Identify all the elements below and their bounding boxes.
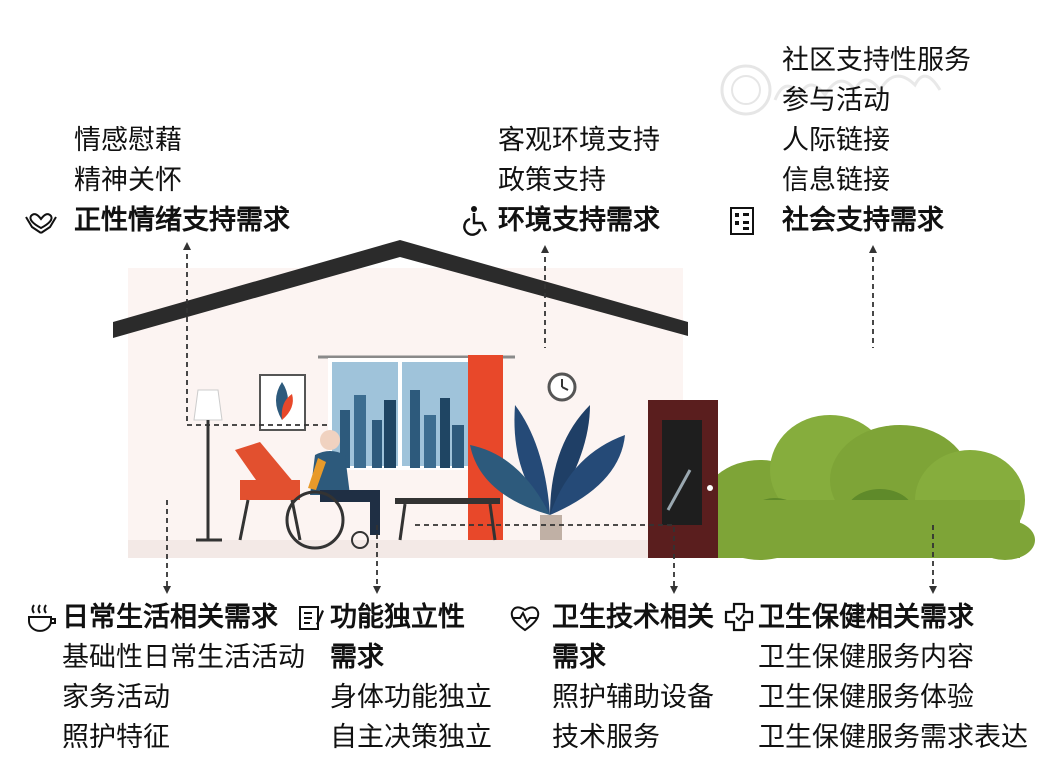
- armchair: [235, 442, 302, 541]
- arrow-heads: [163, 242, 937, 594]
- accessibility-icon: [463, 206, 488, 236]
- person-wheelchair: [285, 430, 380, 550]
- functional-line-2: 自主决策独立: [330, 722, 492, 753]
- building-icon: [730, 207, 754, 235]
- health-block: 卫生保健相关需求 卫生保健服务内容 卫生保健服务体验 卫生保健服务需求表达: [758, 598, 1028, 758]
- daily-life-line-2: 家务活动: [62, 682, 170, 713]
- health-line-1: 卫生保健服务内容: [758, 642, 974, 673]
- tech-block: 卫生技术相关 需求 照护辅助设备 技术服务: [552, 598, 714, 758]
- hot-cup-icon: [28, 604, 56, 632]
- functional-block: 功能独立性 需求 身体功能独立 自主决策独立: [330, 598, 492, 758]
- floor: [128, 540, 683, 558]
- social-line-3: 人际链接: [782, 125, 890, 156]
- tech-heading-1: 卫生技术相关: [552, 602, 714, 633]
- social-support-block: 社区支持性服务 参与活动 人际链接 信息链接 社会支持需求: [782, 41, 971, 241]
- daily-life-line-1: 基础性日常生活活动: [62, 642, 305, 673]
- environment-heading: 环境支持需求: [498, 205, 660, 236]
- connector-lines: [166, 245, 934, 590]
- environment-line-1: 客观环境支持: [498, 125, 660, 156]
- table: [395, 498, 500, 541]
- social-heading: 社会支持需求: [782, 205, 944, 236]
- environment-line-2: 政策支持: [498, 165, 606, 196]
- functional-heading-2: 需求: [330, 642, 384, 673]
- daily-life-heading: 日常生活相关需求: [62, 602, 278, 633]
- bushes: [700, 415, 1035, 560]
- clock: [547, 372, 577, 402]
- health-heading: 卫生保健相关需求: [758, 602, 974, 633]
- plant: [470, 405, 625, 540]
- medical-cross-icon: [724, 602, 754, 632]
- social-line-2: 参与活动: [782, 85, 890, 116]
- functional-line-1: 身体功能独立: [330, 682, 492, 713]
- watermark-seal: [720, 64, 942, 116]
- tech-line-2: 技术服务: [552, 722, 660, 753]
- emotional-line-1: 情感慰藉: [74, 125, 182, 156]
- social-line-4: 信息链接: [782, 165, 890, 196]
- emotional-support-block: 情感慰藉 精神关怀 正性情绪支持需求: [74, 121, 290, 241]
- environment-support-block: 客观环境支持 政策支持 环境支持需求: [498, 121, 660, 241]
- health-line-3: 卫生保健服务需求表达: [758, 722, 1028, 753]
- heart-pulse-icon: [510, 606, 540, 632]
- emotional-heading: 正性情绪支持需求: [74, 205, 290, 236]
- daily-life-line-3: 照护特征: [62, 722, 170, 753]
- note-pencil-icon: [299, 606, 324, 630]
- emotional-line-2: 精神关怀: [74, 165, 182, 196]
- floor-lamp: [193, 389, 223, 542]
- social-line-1: 社区支持性服务: [782, 45, 971, 76]
- tech-heading-2: 需求: [552, 642, 606, 673]
- wall-picture: [259, 374, 306, 431]
- functional-heading-1: 功能独立性: [330, 602, 465, 633]
- health-line-2: 卫生保健服务体验: [758, 682, 974, 713]
- door: [648, 400, 718, 558]
- tech-line-1: 照护辅助设备: [552, 682, 714, 713]
- daily-life-block: 日常生活相关需求 基础性日常生活活动 家务活动 照护特征: [62, 598, 305, 758]
- heart-hands-icon: [25, 213, 57, 234]
